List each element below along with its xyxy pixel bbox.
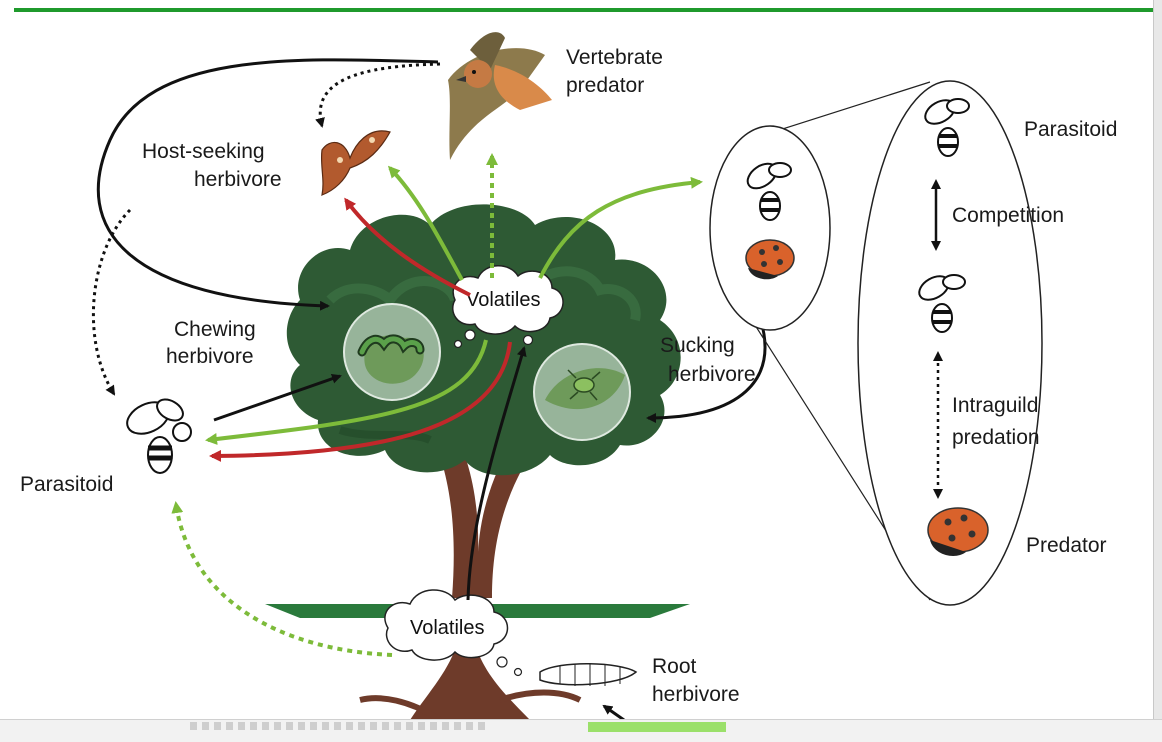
label-root-2: herbivore [652,683,740,706]
right-scrollbar[interactable] [1153,0,1162,742]
label-parasitoid-right: Parasitoid [1024,118,1117,141]
label-parasitoid-left: Parasitoid [20,473,113,496]
label-sucking-2: herbivore [668,363,756,386]
chewing-herbivore-circle [344,304,440,400]
label-predator: Predator [1026,534,1107,557]
volatiles-label-canopy: Volatiles [466,289,541,311]
label-root-1: Root [652,655,697,678]
label-intraguild-1: Intraguild [952,394,1038,417]
highlight-marker [588,722,726,732]
label-chewing-1: Chewing [174,318,256,341]
moth-icon [322,131,390,195]
sucking-herbivore-circle [534,344,630,440]
label-sucking-1: Sucking [660,334,735,357]
label-chewing-2: herbivore [166,345,254,368]
small-ellipse [710,126,830,330]
bird-icon [448,32,552,160]
arrow-green-root-to-parasitoid [176,504,392,655]
root-larva-icon [540,664,636,686]
bottom-caption-strip [0,719,1162,742]
blurred-caption-text [190,722,490,730]
food-web-diagram: Volatiles Volatiles [0,0,1154,720]
arrow-bird-to-parasitoid-dotted [93,210,130,394]
label-host-seeking-1: Host-seeking [142,140,265,163]
label-competition: Competition [952,204,1064,227]
wasp-icon [122,395,191,473]
label-host-seeking-2: herbivore [194,168,282,191]
label-vertebrate-predator-1: Vertebrate [566,46,663,69]
zoom-callout [710,81,1042,605]
arrow-into-root-herbivore [604,706,624,720]
label-vertebrate-predator-2: predator [566,74,644,97]
label-intraguild-2: predation [952,426,1040,449]
volatiles-label-roots: Volatiles [410,617,485,639]
arrow-bird-to-moth-dotted [320,64,440,126]
